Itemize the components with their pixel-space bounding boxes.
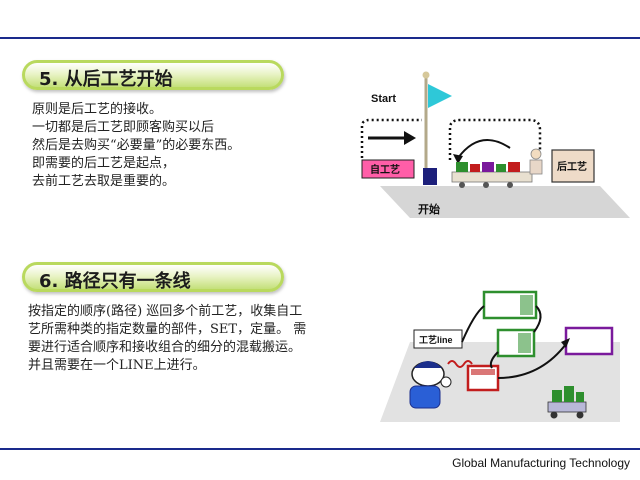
section-5-title: 5. 从后工艺开始	[39, 69, 173, 90]
pull-from-next-process-diagram: Start 自工艺 开始 后工艺	[360, 71, 630, 218]
own-process-box	[361, 159, 415, 179]
section-6-line: 并且需要在一个LINE上进行。	[28, 358, 206, 373]
worker-cartoon-body	[409, 385, 441, 409]
line-label-box	[413, 329, 463, 349]
route-arrow	[461, 305, 485, 343]
section-5-line: 原则是后工艺的接收。	[32, 102, 163, 117]
return-arrow	[457, 139, 511, 159]
cart-wheel	[507, 182, 513, 188]
cart-wheel	[483, 182, 489, 188]
top-rule	[0, 37, 640, 39]
cart-wheel	[550, 411, 558, 419]
section-5-heading: 5. 从后工艺开始	[22, 60, 284, 90]
arrow-head-icon	[404, 131, 416, 145]
cart-wheel	[459, 182, 465, 188]
start-point-block	[423, 168, 437, 185]
worker-body	[529, 159, 543, 175]
start-flag-icon	[428, 84, 452, 108]
part-box	[470, 164, 480, 172]
begin-label: 开始	[418, 202, 440, 216]
worker-cartoon-hand	[440, 376, 452, 388]
worker-cartoon-hair	[414, 361, 442, 368]
route-arrow-head-icon	[561, 338, 570, 348]
section-5-line: 一切都是后工艺即顾客购买以后	[32, 120, 215, 135]
section-6-heading: 6. 路径只有一条线	[22, 262, 284, 292]
bottom-rule	[0, 448, 640, 450]
route-arrow	[489, 351, 499, 369]
section-5-line: 去前工艺去取是重要的。	[32, 174, 176, 189]
cart-body	[451, 171, 533, 183]
dotted-flow-left	[360, 118, 422, 158]
target-process-box	[564, 326, 614, 356]
next-process-box	[551, 149, 595, 183]
part-box	[564, 386, 574, 402]
process-box-green-stripe	[520, 295, 533, 315]
part-box	[496, 164, 506, 172]
return-arrow-head-icon	[453, 154, 463, 164]
part-box	[456, 162, 468, 172]
section-6-line: 按指定的顺序(路径) 巡回多个前工艺，收集自工	[28, 304, 303, 319]
part-box	[482, 162, 494, 172]
route-arrow	[533, 305, 542, 333]
worker-icon	[530, 148, 542, 160]
start-label: Start	[371, 93, 396, 105]
section-6-title: 6. 路径只有一条线	[39, 271, 191, 292]
section-6-body: 按指定的顺序(路径) 巡回多个前工艺，收集自工 艺所需种类的指定数量的部件，SE…	[28, 303, 306, 375]
part-box	[508, 162, 520, 172]
process-box-green-stripe	[518, 333, 531, 353]
process-box-red-stripe	[471, 369, 495, 375]
footer-brand: Global Manufacturing Technology	[452, 456, 630, 470]
section-5-body: 原则是后工艺的接收。 一切都是后工艺即顾客购买以后 然后是去购买“必要量”的必要…	[32, 101, 240, 191]
cart-wheel	[576, 411, 584, 419]
part-box	[552, 390, 562, 402]
section-6-line: 艺所需种类的指定数量的部件，SET，定量。 需	[28, 322, 307, 337]
section-6-line: 要进行适合顺序和接收组合的细分的混载搬运。	[28, 340, 302, 355]
route-arrow	[497, 343, 567, 379]
next-process-label: 后工艺	[557, 160, 587, 173]
dotted-flow-right	[448, 118, 542, 160]
delivery-cart	[547, 401, 587, 413]
part-box	[576, 392, 584, 402]
diagram-shadow	[380, 186, 630, 218]
section-5-line: 即需要的后工艺是起点，	[32, 156, 176, 171]
section-5-line: 然后是去购买“必要量”的必要东西。	[32, 138, 241, 153]
own-process-label: 自工艺	[370, 163, 400, 176]
single-route-diagram: 工艺line	[380, 290, 620, 422]
spring-icon	[447, 360, 473, 368]
line-label: 工艺line	[419, 334, 453, 345]
flag-top	[422, 71, 430, 79]
